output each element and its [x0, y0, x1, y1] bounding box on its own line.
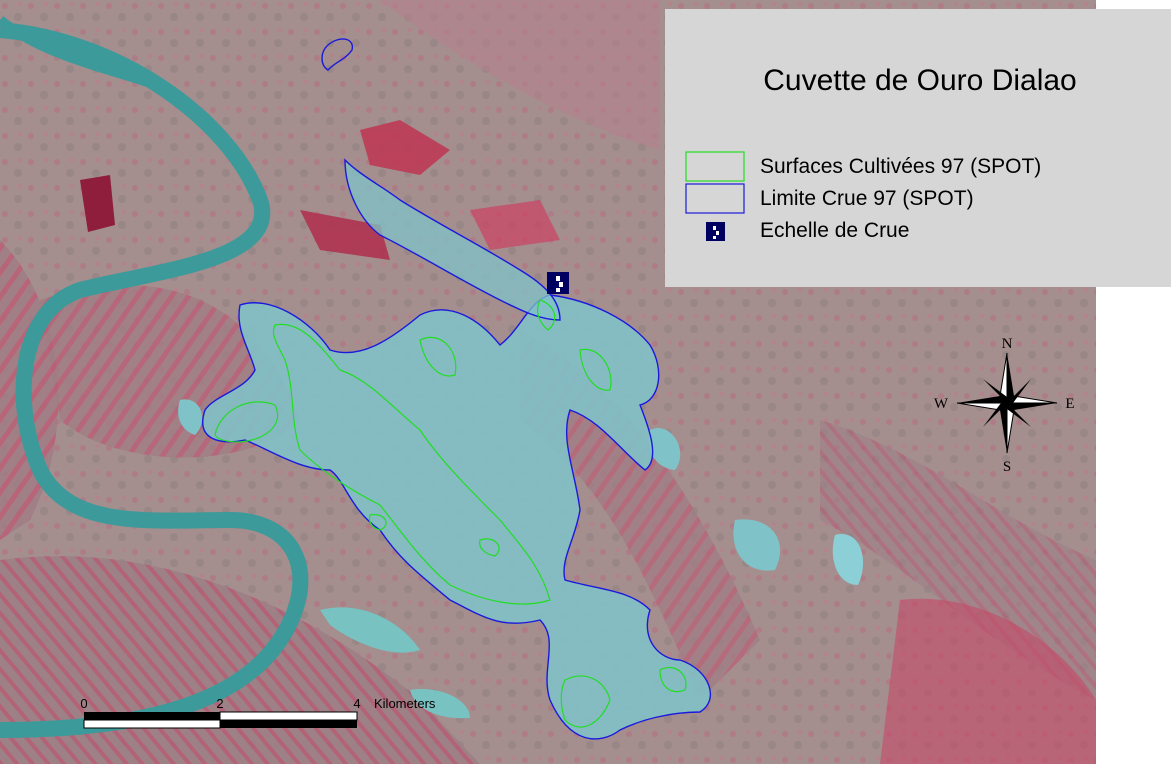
scale-tick-0: 0 — [80, 696, 87, 711]
compass-s: S — [1003, 459, 1011, 475]
north-arrow: N S E W — [934, 336, 1075, 475]
scale-unit: Kilometers — [374, 696, 436, 711]
scale-segment-3 — [83, 719, 221, 729]
scale-tick-4: 4 — [353, 696, 360, 711]
legend-swatch-cultivated — [685, 151, 745, 182]
compass-e: E — [1065, 396, 1074, 412]
cultivated-surfaces[interactable] — [214, 299, 687, 728]
scale-bar: 0 2 4 Kilometers — [80, 696, 436, 729]
map-title: Cuvette de Ouro Dialao — [763, 64, 1077, 97]
legend-label-cultivated: Surfaces Cultivées 97 (SPOT) — [760, 155, 1041, 178]
flood-gauge-marker[interactable] — [547, 272, 569, 294]
legend-gauge-icon — [706, 222, 725, 241]
legend-background — [665, 9, 1171, 287]
scale-segment-4 — [220, 720, 357, 728]
scale-tick-2: 2 — [216, 696, 223, 711]
scale-segment-1 — [84, 712, 220, 720]
compass-n: N — [1002, 336, 1013, 352]
legend-swatch-flood-limit — [685, 183, 745, 214]
flood-limit-polygon[interactable] — [202, 38, 711, 740]
legend: Cuvette de Ouro Dialao Surfaces Cultivée… — [665, 9, 1171, 287]
legend-label-flood-limit: Limite Crue 97 (SPOT) — [760, 187, 974, 210]
compass-w: W — [934, 396, 949, 412]
legend-label-gauge: Echelle de Crue — [760, 219, 909, 242]
scale-segment-2 — [219, 711, 358, 721]
